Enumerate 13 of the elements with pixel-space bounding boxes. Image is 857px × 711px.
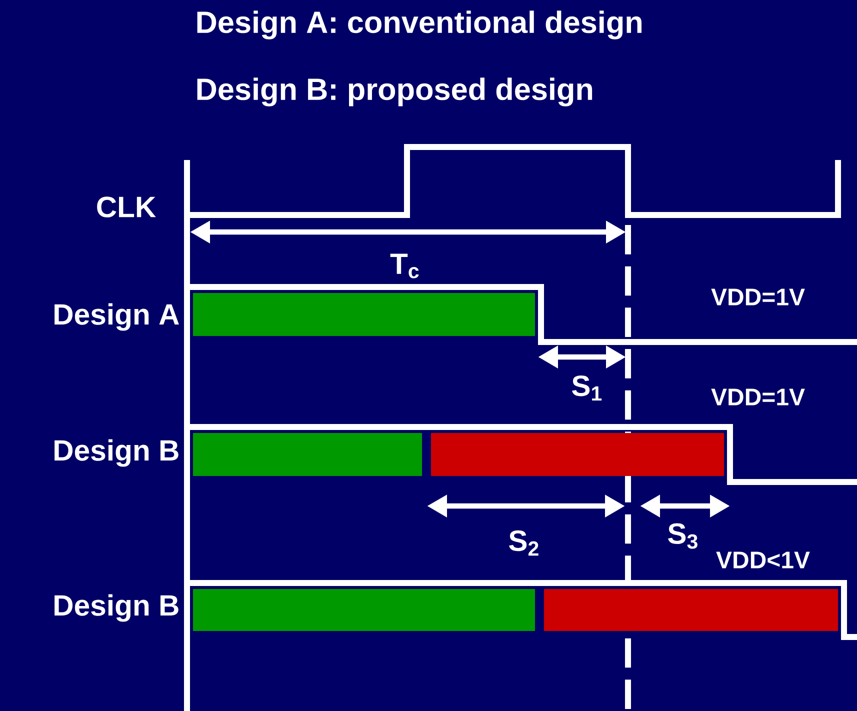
row-label: Design B	[54, 439, 178, 467]
heading: Design A: conventional design	[197, 10, 642, 40]
dimension-label: T$_{c}$	[390, 254, 419, 278]
row-label: Design B	[54, 594, 178, 622]
voltage-label: VDD=1V	[711, 288, 805, 306]
dimension-label: S$_{1}$	[572, 375, 602, 401]
voltage-label: VDD<1V	[716, 552, 810, 568]
dimension-label: S$_{3}$	[668, 523, 698, 549]
voltage-label: VDD=1V	[711, 388, 805, 406]
signal-label: CLK	[97, 196, 156, 218]
heading: Design B: proposed design	[197, 78, 592, 106]
row-label: Design A	[54, 303, 179, 331]
dimension-label: S$_{2}$	[509, 530, 538, 556]
